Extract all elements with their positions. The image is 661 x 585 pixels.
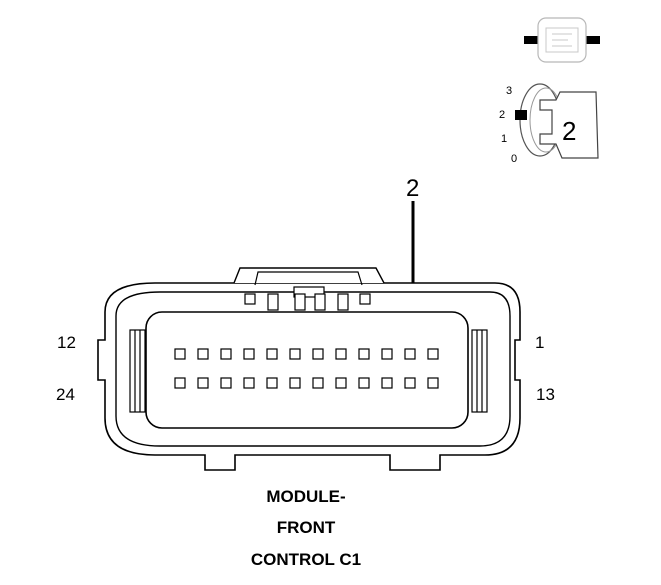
pin-10	[220, 348, 232, 360]
pin-7	[289, 348, 301, 360]
pin-13	[427, 377, 439, 389]
pin-23	[197, 377, 209, 389]
pin-19	[289, 377, 301, 389]
caption-line-2: FRONT	[277, 518, 336, 537]
key-position-3: 3	[506, 85, 512, 97]
pin-24	[174, 377, 186, 389]
pin-5	[335, 348, 347, 360]
pin-12	[174, 348, 186, 360]
pin-16	[358, 377, 370, 389]
pin-label-24: 24	[56, 385, 75, 404]
key-number-label: 2	[562, 116, 576, 146]
callout-label: 2	[406, 175, 419, 202]
connector-inner-housing	[115, 291, 511, 447]
key-position-2: 2	[499, 109, 505, 121]
pin-17	[335, 377, 347, 389]
pin-2	[404, 348, 416, 360]
pin-label-12: 12	[57, 333, 76, 352]
pin-label-1: 1	[535, 333, 544, 352]
key-position-1: 1	[501, 133, 507, 145]
pin-6	[312, 348, 324, 360]
pin-4	[358, 348, 370, 360]
pin-grid	[174, 348, 439, 389]
pin-11	[197, 348, 209, 360]
pin-14	[404, 377, 416, 389]
pin-9	[243, 348, 255, 360]
pin-label-13: 13	[536, 385, 555, 404]
key-position-0: 0	[511, 153, 517, 165]
pin-3	[381, 348, 393, 360]
connector-lock-icon	[524, 17, 600, 63]
caption-line-1: MODULE-	[266, 487, 345, 506]
pin-20	[266, 377, 278, 389]
side-guide-right	[471, 329, 488, 413]
caption-line-3: CONTROL C1	[251, 550, 361, 569]
pin-15	[381, 377, 393, 389]
latch-teeth	[244, 293, 371, 311]
connector-body	[97, 267, 521, 471]
pin-18	[312, 377, 324, 389]
pin-22	[220, 377, 232, 389]
key-position-icon: 3 2 1 0 2	[499, 83, 599, 165]
side-guide-left	[129, 329, 146, 413]
pin-21	[243, 377, 255, 389]
pin-cavity	[145, 311, 469, 429]
pin-1	[427, 348, 439, 360]
pin-8	[266, 348, 278, 360]
latch-tab	[293, 286, 325, 298]
